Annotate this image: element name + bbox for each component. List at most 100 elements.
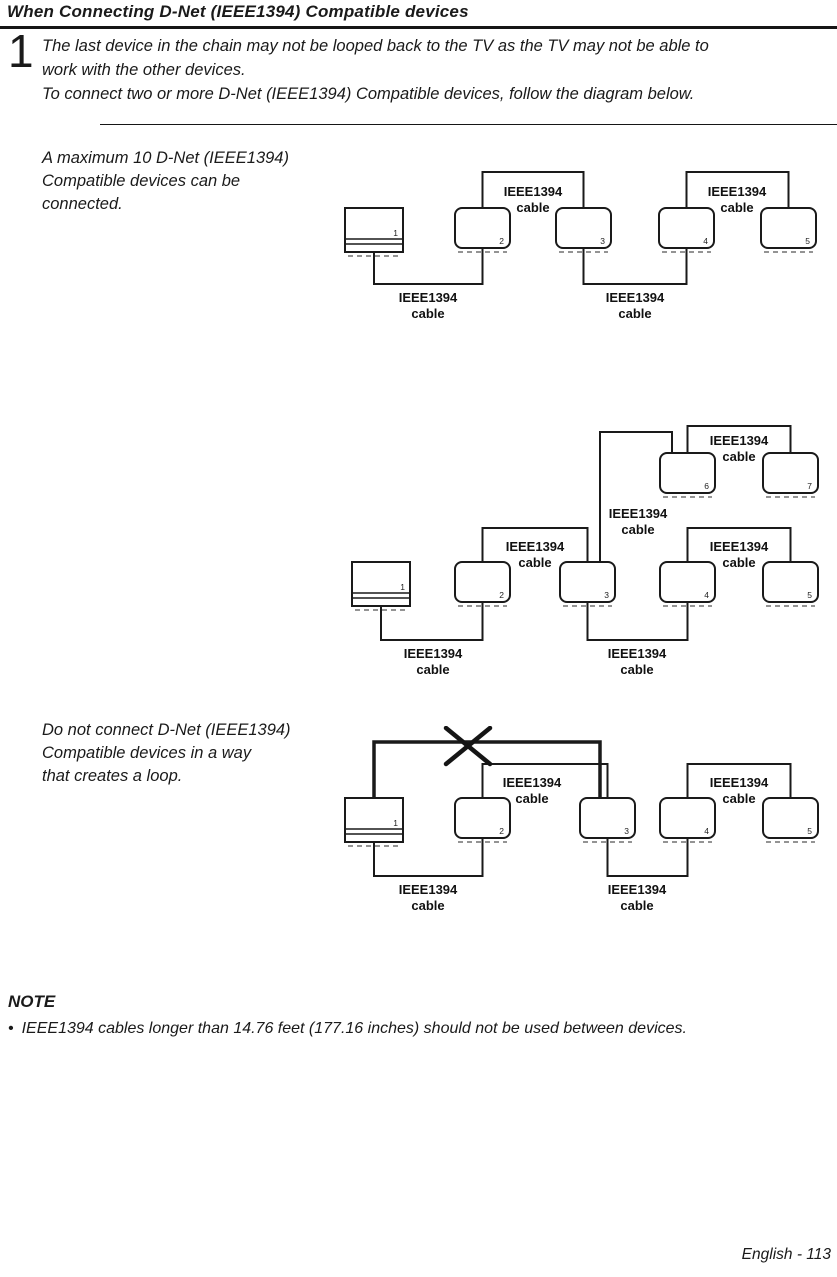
note-text: IEEE1394 cables longer than 14.76 feet (…	[21, 1020, 687, 1037]
note-bullet-line: • IEEE1394 cables longer than 14.76 feet …	[8, 1020, 828, 1038]
device-rect	[454, 797, 511, 839]
caption-line: Do not connect D-Net (IEEE1394)	[42, 721, 291, 739]
cable-top-6-7	[686, 425, 792, 453]
cable-bottom-1-2	[380, 602, 484, 641]
note-heading: NOTE	[8, 992, 56, 1011]
caption-line: A maximum 10 D-Net (IEEE1394)	[42, 149, 289, 167]
diagram-branched-chain: 1 2 3 4 5 6 7	[351, 425, 819, 677]
cable-top-2-3	[481, 763, 609, 798]
cable-top-2-3	[481, 527, 589, 562]
tv-icon: 1	[344, 207, 404, 257]
cable-top-2-3	[481, 171, 585, 208]
cable-label-line1: IEEE1394	[606, 290, 665, 305]
device-rect	[559, 561, 616, 603]
cables	[373, 171, 790, 285]
bullet-marker: •	[8, 1020, 14, 1037]
loop-cable	[372, 740, 602, 798]
cable-label-line2: cable	[620, 662, 653, 677]
device-box: 5	[760, 207, 817, 253]
device-number: 3	[600, 236, 605, 246]
device-number: 1	[400, 582, 405, 592]
device-box: 4	[659, 797, 716, 843]
device-number: 3	[604, 590, 609, 600]
device-number: 2	[499, 590, 504, 600]
device-number: 4	[704, 590, 709, 600]
device-box: 5	[762, 797, 819, 843]
cable-label-line1: IEEE1394	[503, 775, 562, 790]
diagram-forbidden-loop: 1 2 3 4 5 IEEE1394 cable IEEE1394 cable	[344, 726, 819, 913]
device-number: 6	[704, 481, 709, 491]
title-underline: When Connecting D-Net (IEEE1394) Compati…	[0, 2, 837, 29]
page-footer: English - 113	[741, 1246, 831, 1263]
cable-label-line2: cable	[620, 898, 653, 913]
caption-line: Compatible devices in a way	[42, 744, 252, 762]
cable-bottom-3-4	[606, 838, 689, 877]
cable-label-line1: IEEE1394	[506, 539, 565, 554]
device-number: 5	[807, 826, 812, 836]
cable-top-4-5	[686, 527, 792, 562]
cable-label-line2: cable	[515, 791, 548, 806]
cable-label-line2: cable	[516, 200, 549, 215]
device-rect	[762, 561, 819, 603]
device-rect	[760, 207, 817, 249]
step-line-2: work with the other devices.	[42, 61, 246, 79]
cable-bottom-3-4	[582, 248, 688, 285]
device-number: 7	[807, 481, 812, 491]
cable-label-line1: IEEE1394	[399, 882, 458, 897]
device-number: 5	[807, 590, 812, 600]
device-number: 5	[805, 236, 810, 246]
cable-label-line2: cable	[722, 449, 755, 464]
device-rect	[454, 561, 511, 603]
cable-label-line1: IEEE1394	[710, 539, 769, 554]
cable-label-line2: cable	[720, 200, 753, 215]
cable-label-line2: cable	[722, 555, 755, 570]
cable-label-line1: IEEE1394	[504, 184, 563, 199]
device-rect	[659, 561, 716, 603]
cable-label-line1: IEEE1394	[609, 506, 668, 521]
device-rect	[579, 797, 636, 839]
tv-icon: 1	[344, 797, 404, 847]
cable-label-line2: cable	[416, 662, 449, 677]
cable-label-line1: IEEE1394	[710, 775, 769, 790]
page-title: When Connecting D-Net (IEEE1394) Compati…	[7, 2, 469, 21]
step-number: 1	[8, 25, 34, 77]
cable-label-line1: IEEE1394	[708, 184, 767, 199]
device-number: 1	[393, 228, 398, 238]
device-box: 2	[454, 797, 511, 843]
cable-label-line1: IEEE1394	[710, 433, 769, 448]
cable-label-line2: cable	[621, 522, 654, 537]
device-box: 3	[579, 797, 636, 843]
cable-label-line1: IEEE1394	[404, 646, 463, 661]
device-rect	[658, 207, 715, 249]
cable-bottom-3-4	[586, 602, 689, 641]
device-rect	[659, 452, 716, 494]
cable-label-line2: cable	[411, 898, 444, 913]
device-number: 4	[704, 826, 709, 836]
device-rect	[555, 207, 612, 249]
max-devices-caption: A maximum 10 D-Net (IEEE1394) Compatible…	[42, 147, 289, 216]
section-divider	[100, 124, 837, 125]
device-rect	[454, 207, 511, 249]
step-text: The last device in the chain may not be …	[42, 34, 827, 106]
device-box: 3	[555, 207, 612, 253]
step-line-1: The last device in the chain may not be …	[42, 37, 709, 55]
device-rect	[762, 797, 819, 839]
cable-bottom-1-2	[373, 248, 484, 285]
device-number: 1	[393, 818, 398, 828]
caption-line: connected.	[42, 195, 123, 213]
cable-label-line2: cable	[722, 791, 755, 806]
device-rect	[762, 452, 819, 494]
diagram-daisy-chain: 1 2 3 4 5 IEEE1394 cable IEEE1394 cable	[344, 171, 817, 321]
cables	[372, 740, 792, 877]
cable-labels: IEEE1394 cable IEEE1394 cable IEEE1394 c…	[404, 433, 769, 677]
device-number: 3	[624, 826, 629, 836]
cables	[380, 425, 792, 641]
cable-label-line1: IEEE1394	[608, 882, 667, 897]
cable-top-4-5	[685, 171, 790, 208]
cable-label-line2: cable	[518, 555, 551, 570]
device-box: 6	[659, 452, 716, 498]
x-mark-icon	[443, 726, 493, 767]
device-box: 5	[762, 561, 819, 607]
caption-line: that creates a loop.	[42, 767, 183, 785]
